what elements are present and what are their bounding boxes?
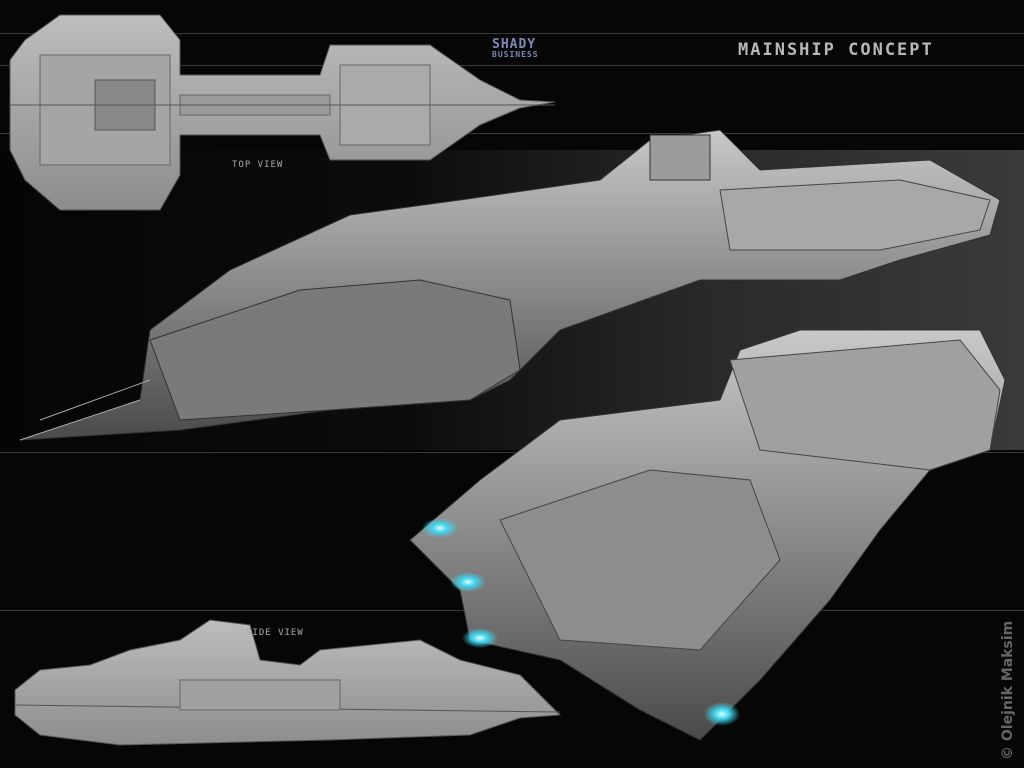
- top-view-ship: [9, 14, 556, 211]
- engine-glow: [422, 518, 458, 538]
- divider-line: [0, 133, 1024, 134]
- divider-line: [0, 33, 1024, 34]
- brand-line-1: SHADY: [492, 37, 537, 52]
- brand-logo: SHADY BUSINESS: [492, 38, 539, 59]
- page-title: MAINSHIP CONCEPT: [738, 40, 934, 60]
- engine-glow: [450, 572, 486, 592]
- main-ship-rear-view: [409, 329, 1006, 741]
- brand-line-2: BUSINESS: [492, 50, 539, 59]
- divider-line: [0, 452, 1024, 453]
- main-ship-perspective: [19, 129, 1001, 441]
- side-view-ship: [14, 619, 562, 746]
- side-view-label: SIDE VIEW: [246, 628, 304, 638]
- engine-glow: [704, 702, 740, 726]
- top-view-label: TOP VIEW: [232, 160, 284, 170]
- artist-credit: © Olejnik Maksim: [1000, 620, 1016, 760]
- engine-glow: [462, 628, 498, 648]
- divider-line: [0, 65, 1024, 66]
